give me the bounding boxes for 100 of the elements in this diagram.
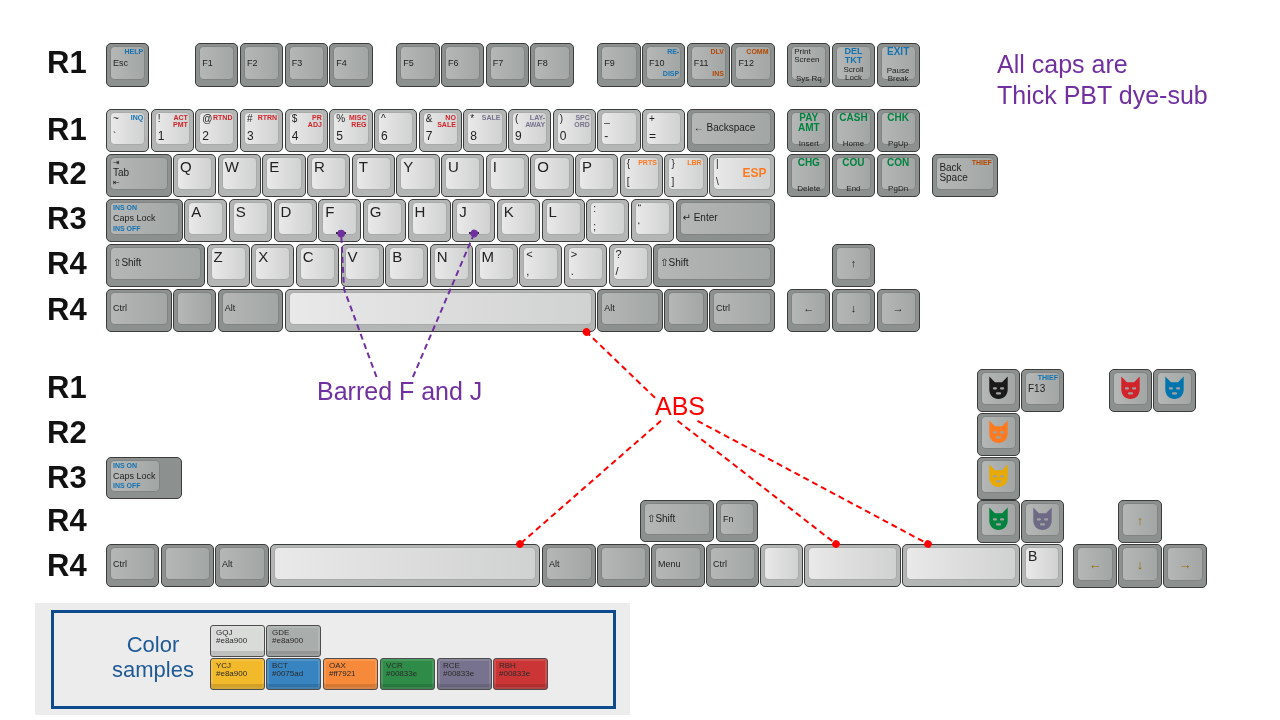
keycap bbox=[508, 108, 552, 152]
key-legend: P bbox=[582, 158, 593, 174]
keycap bbox=[977, 500, 1020, 543]
key-legend: U bbox=[448, 158, 459, 174]
keycap bbox=[642, 108, 686, 152]
keycap bbox=[619, 153, 663, 197]
key-legend: S bbox=[235, 203, 246, 219]
key-legend: F2 bbox=[247, 58, 258, 68]
key-legend: > bbox=[570, 248, 578, 260]
keycap bbox=[977, 369, 1020, 412]
key-legend: Z bbox=[213, 248, 223, 264]
keycap bbox=[195, 43, 239, 87]
key-legend: : bbox=[593, 203, 596, 214]
keycap bbox=[651, 544, 705, 587]
key-legend: / bbox=[615, 266, 619, 277]
keycap bbox=[1118, 500, 1162, 543]
row-label: R4 bbox=[47, 550, 87, 581]
keycap bbox=[184, 198, 228, 242]
row-label: R1 bbox=[47, 372, 87, 403]
key-legend: . bbox=[570, 266, 574, 277]
row-label: R1 bbox=[47, 114, 87, 145]
keycap bbox=[329, 108, 373, 152]
row-label: R4 bbox=[47, 248, 87, 279]
keycap bbox=[385, 243, 429, 287]
key-legend: G bbox=[369, 203, 382, 219]
keycap bbox=[106, 457, 182, 499]
keycap bbox=[563, 243, 607, 287]
key-legend: [ bbox=[626, 177, 630, 187]
key-legend: ^ bbox=[381, 113, 386, 124]
key-legend: ‘ bbox=[637, 222, 641, 232]
row-label: R4 bbox=[47, 294, 87, 325]
keycap bbox=[161, 544, 214, 587]
leader-line bbox=[696, 419, 932, 548]
keycap bbox=[441, 43, 485, 87]
key-legend: ESP bbox=[742, 167, 767, 180]
keycap bbox=[485, 43, 529, 87]
key-legend: C bbox=[302, 248, 314, 264]
keycap bbox=[709, 153, 775, 197]
key-legend: B bbox=[392, 248, 403, 264]
key-legend: Ctrl bbox=[113, 559, 127, 568]
key-legend: % bbox=[336, 113, 346, 124]
keycap bbox=[716, 500, 758, 542]
keycap bbox=[106, 243, 205, 287]
key-legend: < bbox=[526, 248, 533, 260]
row-label: R3 bbox=[47, 462, 87, 493]
keycap bbox=[1021, 500, 1064, 543]
key-legend: 4 bbox=[291, 130, 299, 142]
keycap bbox=[597, 544, 650, 587]
keycap bbox=[329, 43, 373, 87]
keycap bbox=[552, 108, 596, 152]
keycap bbox=[463, 108, 507, 152]
key-legend: F10 bbox=[649, 58, 665, 68]
key-legend: 0 bbox=[559, 130, 567, 142]
row-label: R2 bbox=[47, 158, 87, 189]
key-legend: B bbox=[1028, 549, 1038, 563]
keycap bbox=[485, 153, 529, 197]
keycap bbox=[787, 43, 831, 87]
key-legend: PgUp bbox=[888, 140, 909, 148]
callout-label: Barred F and J bbox=[317, 377, 483, 406]
key-legend: ← Backspace bbox=[693, 123, 756, 134]
key-legend: L bbox=[548, 203, 557, 219]
keycap bbox=[1073, 544, 1117, 588]
key-legend: Scroll Lock bbox=[843, 65, 864, 82]
key-legend: F12 bbox=[738, 58, 754, 68]
key-legend: T bbox=[358, 158, 368, 174]
keycap bbox=[195, 108, 239, 152]
key-legend: ← bbox=[1088, 557, 1102, 571]
key-legend: Print Screen bbox=[794, 48, 820, 64]
key-legend: ~ bbox=[113, 113, 119, 124]
keycap bbox=[664, 288, 708, 332]
keycap bbox=[262, 153, 306, 197]
leader-line bbox=[411, 229, 478, 378]
key-legend: F9 bbox=[604, 58, 615, 68]
keycap bbox=[106, 43, 150, 87]
key-legend: \ bbox=[716, 177, 719, 187]
keycap bbox=[217, 288, 284, 332]
key-legend: PAY AMT bbox=[797, 112, 820, 133]
leader-line bbox=[516, 419, 662, 548]
keycap bbox=[106, 288, 172, 332]
key-legend: F1 bbox=[202, 58, 213, 68]
key-legend: K bbox=[503, 203, 514, 219]
keycap bbox=[407, 198, 451, 242]
key-legend: Fn bbox=[723, 514, 734, 524]
row-label: R1 bbox=[47, 47, 87, 78]
key-legend: F5 bbox=[403, 58, 414, 68]
key-legend: R bbox=[314, 158, 325, 174]
key-legend: = bbox=[649, 130, 657, 142]
key-legend: ↓ bbox=[850, 302, 857, 314]
key-legend: CHK bbox=[887, 112, 909, 123]
keycap bbox=[351, 153, 395, 197]
swatch-label: GQJ #e8a900 bbox=[216, 629, 249, 646]
key-legend: 5 bbox=[336, 130, 344, 142]
key-legend: 1 bbox=[157, 130, 165, 142]
key-legend: ← bbox=[803, 302, 815, 314]
key-legend: ; bbox=[593, 222, 596, 232]
keycap bbox=[474, 243, 518, 287]
keycap bbox=[831, 108, 876, 152]
keycap bbox=[318, 198, 362, 242]
keycap bbox=[932, 153, 998, 197]
keycap bbox=[831, 288, 876, 332]
